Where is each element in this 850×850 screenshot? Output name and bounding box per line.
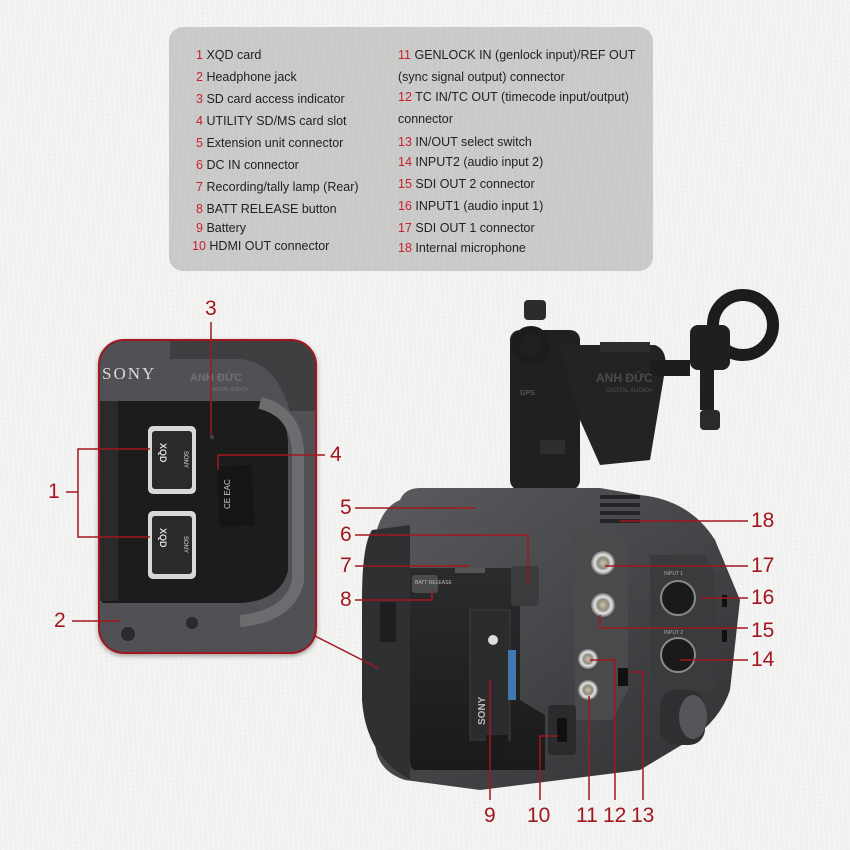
svg-text:DIGITAL AUDIO+: DIGITAL AUDIO+ [606, 388, 653, 394]
xqd-card-2 [148, 511, 196, 579]
callout-13: 13 [631, 804, 655, 827]
callout-15: 15 [751, 619, 775, 642]
callout-12: 12 [603, 804, 627, 827]
callout-18: 18 [751, 509, 775, 532]
svg-text:SONY: SONY [102, 364, 156, 383]
legend-item: 14 INPUT2 (audio input 2) [398, 155, 544, 169]
callout-16: 16 [751, 586, 775, 609]
svg-text:ANH ĐỨC: ANH ĐỨC [190, 371, 242, 384]
callout-8: 8 [340, 588, 352, 611]
legend-item: 10 HDMI OUT connector [192, 239, 330, 253]
legend-item: 9 Battery [196, 221, 247, 235]
callout-11: 11 [576, 804, 598, 827]
svg-text:SONY: SONY [477, 696, 488, 725]
callout-10: 10 [527, 804, 551, 827]
callout-4: 4 [330, 443, 342, 466]
top-handle: GPS ANH ĐỨC DIGITAL AUDIO+ [510, 289, 779, 490]
xqd-card-1 [148, 426, 196, 494]
svg-text:INPUT 1: INPUT 1 [664, 571, 683, 577]
legend-item: 8 BATT RELEASE button [196, 202, 337, 216]
card-slot-illustration: SONY ANH ĐỨC DIGITAL AUDIO+ XQD XQD SONY… [100, 341, 315, 652]
legend-item: 11 GENLOCK IN (genlock input)/REF OUT [398, 48, 636, 62]
callout-3: 3 [205, 297, 217, 320]
callout-17: 17 [751, 554, 775, 577]
card-slot-inset: SONY ANH ĐỨC DIGITAL AUDIO+ XQD XQD SONY… [98, 339, 317, 654]
legend-item: 6 DC IN connector [196, 158, 299, 172]
legend-item: 13 IN/OUT select switch [398, 135, 532, 149]
svg-text:SONY: SONY [182, 536, 188, 553]
legend-item: 7 Recording/tally lamp (Rear) [196, 180, 359, 194]
legend-item: 3 SD card access indicator [196, 92, 345, 106]
svg-text:XQD: XQD [158, 443, 168, 463]
legend-item: 16 INPUT1 (audio input 1) [398, 199, 544, 213]
legend-item: (sync signal output) connector [398, 70, 565, 84]
legend-item: connector [398, 112, 453, 126]
svg-text:GPS: GPS [520, 390, 535, 397]
legend-item: 18 Internal microphone [398, 241, 526, 255]
svg-text:SONY: SONY [182, 451, 188, 468]
svg-text:DIGITAL AUDIO+: DIGITAL AUDIO+ [210, 387, 249, 393]
svg-text:ANH ĐỨC: ANH ĐỨC [596, 370, 653, 385]
legend-item: 5 Extension unit connector [196, 136, 344, 150]
legend-item: 12 TC IN/TC OUT (timecode input/output) [398, 90, 629, 104]
legend-item: 17 SDI OUT 1 connector [398, 221, 535, 235]
callout-14: 14 [751, 648, 775, 671]
legend-panel: 1 XQD card 2 Headphone jack 3 SD card ac… [169, 27, 653, 271]
callout-6: 6 [340, 523, 352, 546]
callout-7: 7 [340, 554, 352, 577]
callout-1: 1 [48, 480, 60, 503]
svg-text:INPUT 2: INPUT 2 [664, 630, 683, 636]
callout-5: 5 [340, 496, 352, 519]
svg-text:XQD: XQD [158, 528, 168, 548]
svg-text:CE EAC: CE EAC [223, 479, 232, 509]
callout-2: 2 [54, 609, 66, 632]
legend-item: 4 UTILITY SD/MS card slot [196, 114, 347, 128]
svg-text:BATT RELEASE: BATT RELEASE [415, 580, 452, 586]
legend-item: 2 Headphone jack [196, 70, 297, 84]
legend-item: 1 XQD card [196, 48, 262, 62]
callout-9: 9 [484, 804, 496, 827]
legend-item: 15 SDI OUT 2 connector [398, 177, 535, 191]
